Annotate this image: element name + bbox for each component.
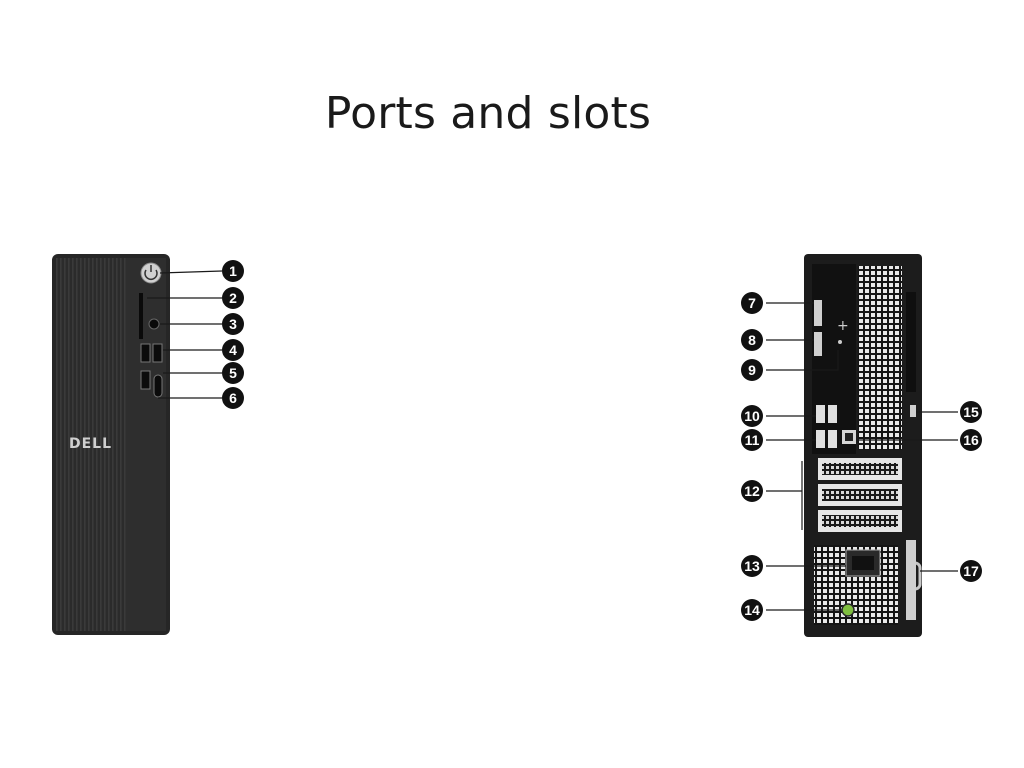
callout-number: 16 — [963, 432, 979, 448]
callout-12: 12 — [741, 480, 763, 502]
front-view: DELL — [52, 254, 170, 635]
security-cable-slot — [910, 405, 916, 417]
rear-io-plate — [812, 264, 856, 454]
front-usb-a-port — [140, 343, 151, 363]
front-usb-c-port — [153, 374, 163, 398]
callout-number: 3 — [229, 316, 237, 332]
callout-10: 10 — [741, 405, 763, 427]
rear-callout-lines — [766, 302, 958, 611]
expansion-slots — [818, 458, 902, 532]
callout-number: 9 — [748, 362, 756, 378]
callout-2: 2 — [222, 287, 244, 309]
svg-text:+: + — [837, 318, 849, 334]
callout-1: 1 — [222, 260, 244, 282]
callout-number: 15 — [963, 404, 979, 420]
callout-8: 8 — [741, 329, 763, 351]
callout-11: 11 — [741, 429, 763, 451]
front-ribbed-panel — [56, 258, 126, 631]
callout-7: 7 — [741, 292, 763, 314]
callout-13: 13 — [741, 555, 763, 577]
rear-usb-a-port — [816, 405, 825, 423]
rear-hdmi-port — [814, 332, 822, 356]
callout-number: 5 — [229, 365, 237, 381]
callout-4: 4 — [222, 339, 244, 361]
callout-number: 12 — [744, 483, 760, 499]
callout-number: 6 — [229, 390, 237, 406]
rear-vent — [858, 266, 902, 450]
callout-number: 11 — [745, 432, 760, 448]
psu-diagnostic-light-icon — [841, 603, 855, 617]
callout-number: 7 — [748, 295, 756, 311]
callout-15: 15 — [960, 401, 982, 423]
front-usb-a-port — [152, 343, 163, 363]
callout-9: 9 — [741, 359, 763, 381]
callout-16: 16 — [960, 429, 982, 451]
rear-usb-a-port — [816, 430, 825, 448]
callout-17: 17 — [960, 560, 982, 582]
sd-card-slot — [139, 293, 143, 339]
callout-5: 5 — [222, 362, 244, 384]
front-usb-a-port — [140, 370, 151, 390]
rear-usb-a-port — [828, 405, 837, 423]
audio-jack-icon — [148, 318, 160, 330]
callout-number: 1 — [229, 263, 237, 279]
callout-number: 8 — [748, 332, 756, 348]
callout-number: 10 — [744, 408, 760, 424]
rear-displayport — [814, 300, 822, 326]
front-brand-logo: DELL — [69, 436, 112, 452]
rear-usb-a-port — [828, 430, 837, 448]
rear-view: + — [804, 254, 922, 637]
callout-6: 6 — [222, 387, 244, 409]
page-title: Ports and slots — [324, 88, 652, 139]
callout-3: 3 — [222, 313, 244, 335]
callout-number: 2 — [229, 290, 237, 306]
front-callout-lines — [147, 270, 223, 399]
callout-number: 14 — [744, 602, 760, 618]
callout-number: 13 — [744, 558, 760, 574]
callout-number: 4 — [229, 342, 237, 358]
callout-number: 17 — [963, 563, 979, 579]
callout-14: 14 — [741, 599, 763, 621]
